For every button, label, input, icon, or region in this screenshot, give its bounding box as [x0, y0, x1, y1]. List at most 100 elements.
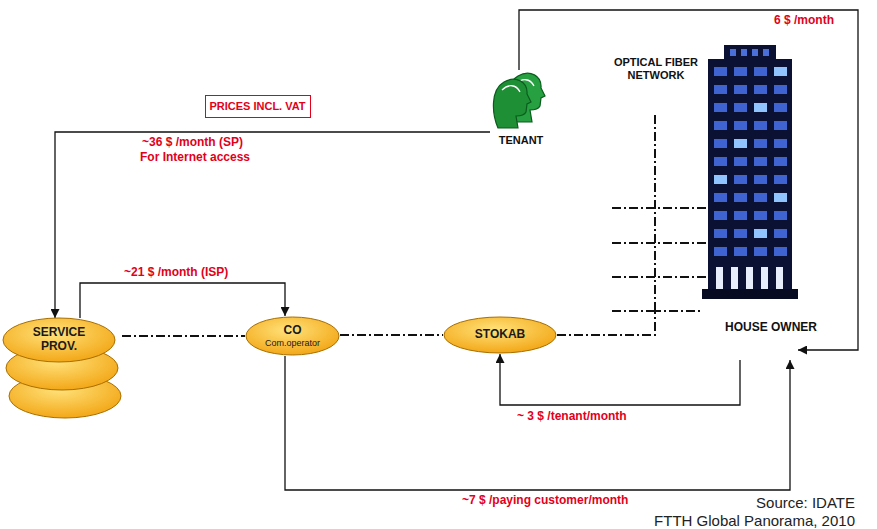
window	[714, 247, 727, 256]
price-label: ~ 3 $ /tenant/month	[515, 410, 629, 424]
window	[754, 121, 767, 130]
ellipse-shape	[246, 317, 339, 355]
window	[714, 121, 727, 130]
price-label: ~36 $ /month (SP)	[140, 136, 245, 150]
window	[734, 193, 747, 202]
building-body	[708, 59, 792, 295]
price-label: ~21 $ /month (ISP)	[122, 266, 230, 280]
payment-arrow	[500, 354, 740, 405]
network-label: OPTICAL FIBER NETWORK	[608, 56, 704, 81]
window	[774, 139, 787, 148]
text-area: COCom.operator	[245, 316, 340, 356]
window	[741, 49, 747, 56]
building-icon	[702, 45, 798, 299]
note-text: For Internet access	[140, 151, 250, 165]
window	[730, 49, 736, 56]
window	[734, 211, 747, 220]
price-label: 6 $ /month	[772, 14, 836, 28]
window	[714, 139, 727, 148]
window	[754, 175, 767, 184]
text-area: SERVICE PROV.	[14, 320, 104, 360]
window	[752, 49, 758, 56]
fiber-floor-line	[612, 207, 722, 209]
node-label: SERVICE PROV.	[24, 326, 94, 354]
window	[734, 103, 747, 112]
window	[774, 67, 787, 76]
window	[754, 211, 767, 220]
source-line: Source: IDATE	[756, 494, 855, 511]
entrance-pillar	[731, 267, 738, 289]
text-area: PRICES INCL. VAT	[204, 95, 310, 118]
ellipse-shape	[444, 317, 556, 353]
window	[734, 139, 747, 148]
window	[763, 49, 769, 56]
window	[754, 157, 767, 166]
window	[734, 121, 747, 130]
payment-arrow	[519, 10, 858, 350]
window	[714, 193, 727, 202]
node-label: STOKAB	[475, 328, 525, 342]
fiber-link	[340, 334, 443, 336]
window	[774, 103, 787, 112]
window	[734, 157, 747, 166]
shape-outline	[702, 45, 798, 360]
window	[754, 193, 767, 202]
fiber-floor-line	[612, 276, 722, 278]
window	[754, 247, 767, 256]
roof-block	[724, 45, 776, 61]
window	[774, 211, 787, 220]
tenant-icon	[493, 73, 545, 128]
price-label: ~7 $ /paying customer/month	[460, 494, 630, 508]
note-box: PRICES INCL. VAT	[205, 95, 311, 118]
source-line: FTTH Global Panorama, 2010	[654, 512, 855, 529]
entrance-pillar	[776, 267, 783, 289]
building-figure: HOUSE OWNER	[702, 45, 798, 360]
building-base	[702, 289, 798, 299]
window	[774, 175, 787, 184]
text-area: HOUSE OWNER	[720, 311, 822, 345]
window	[714, 157, 727, 166]
node-label: PRICES INCL. VAT	[209, 100, 305, 113]
payment-arrow	[55, 132, 490, 318]
window	[754, 139, 767, 148]
fiber-link	[557, 311, 702, 335]
window	[714, 211, 727, 220]
text-area: STOKAB	[443, 316, 557, 354]
fiber-floor-line	[612, 310, 655, 312]
window	[714, 103, 727, 112]
hair-line	[502, 86, 520, 92]
ellipse-shape	[3, 318, 115, 362]
window	[754, 85, 767, 94]
fiber-riser	[654, 115, 656, 311]
window	[714, 67, 727, 76]
window	[714, 85, 727, 94]
window	[774, 157, 787, 166]
fiber-link	[122, 335, 245, 337]
stokab-ellipse: STOKAB	[443, 316, 557, 354]
window	[774, 229, 787, 238]
node-label: TENANT	[499, 134, 544, 147]
head-silhouette	[493, 79, 531, 128]
window	[754, 67, 767, 76]
payment-arrow	[80, 283, 285, 318]
window	[774, 193, 787, 202]
node-label: CO	[284, 324, 302, 338]
entrance-pillar	[716, 267, 723, 289]
entrance-pillar	[761, 267, 768, 289]
node-label: HOUSE OWNER	[725, 321, 817, 335]
operator-ellipse: COCom.operator	[245, 316, 340, 356]
window	[734, 247, 747, 256]
fiber-floor-line	[612, 242, 722, 244]
window	[754, 229, 767, 238]
window	[734, 175, 747, 184]
window	[734, 229, 747, 238]
window	[714, 175, 727, 184]
window	[754, 103, 767, 112]
window	[734, 67, 747, 76]
node-sublabel: Com.operator	[265, 338, 320, 348]
entrance-pillar	[746, 267, 753, 289]
text-area: TENANT	[490, 132, 552, 149]
window	[774, 121, 787, 130]
fiber-lines	[612, 115, 722, 311]
